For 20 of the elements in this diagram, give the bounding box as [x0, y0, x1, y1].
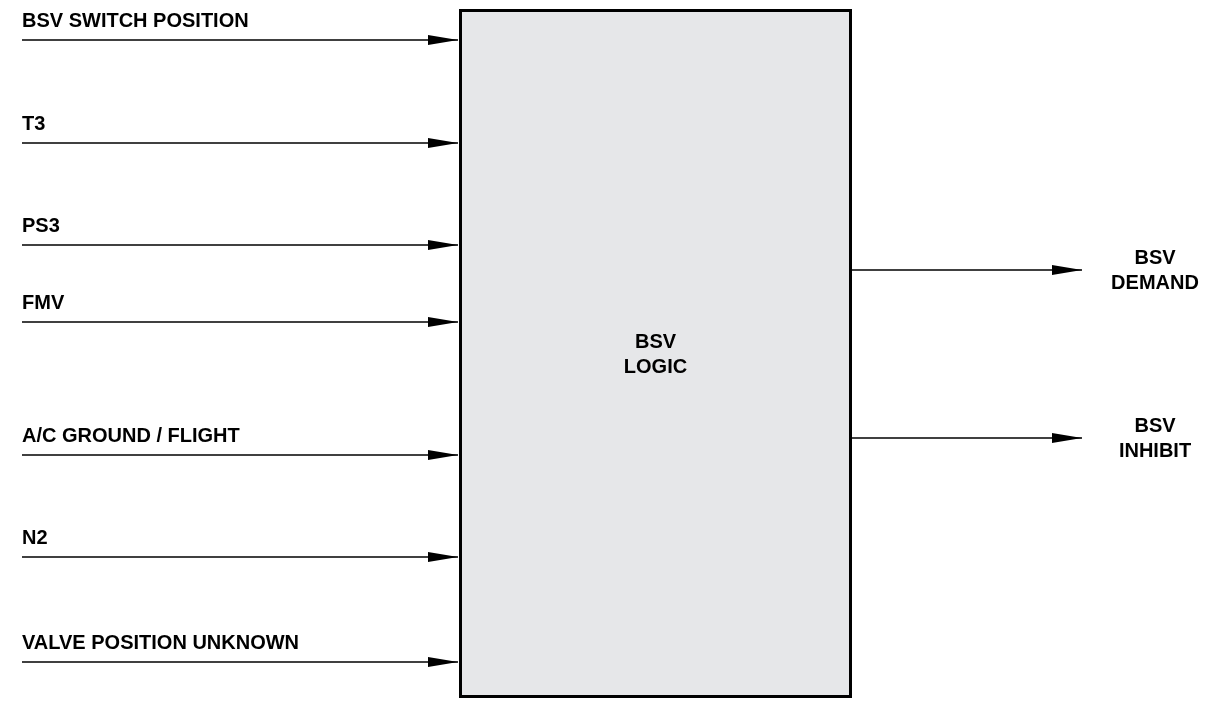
arrow [21, 35, 459, 45]
node-label: T3 [22, 111, 46, 135]
node-label: N2 [22, 525, 48, 549]
node-label: VALVE POSITION UNKNOWN [22, 630, 300, 654]
arrow [21, 138, 459, 148]
node-label: BSV INHIBIT [1117, 413, 1193, 463]
arrow [21, 657, 459, 667]
arrow [21, 552, 459, 562]
node-label: BSV SWITCH POSITION [22, 8, 249, 32]
node-label: PS3 [22, 213, 60, 237]
node-label: BSV DEMAND [1110, 245, 1200, 295]
arrow [851, 265, 1083, 275]
arrow [21, 240, 459, 250]
arrow [21, 450, 459, 460]
node-label: BSV LOGIC [622, 328, 689, 379]
logic-block [459, 9, 852, 698]
node-label: A/C GROUND / FLIGHT [22, 423, 240, 447]
node-label: FMV [22, 290, 65, 314]
arrow [21, 317, 459, 327]
arrow [851, 433, 1083, 443]
